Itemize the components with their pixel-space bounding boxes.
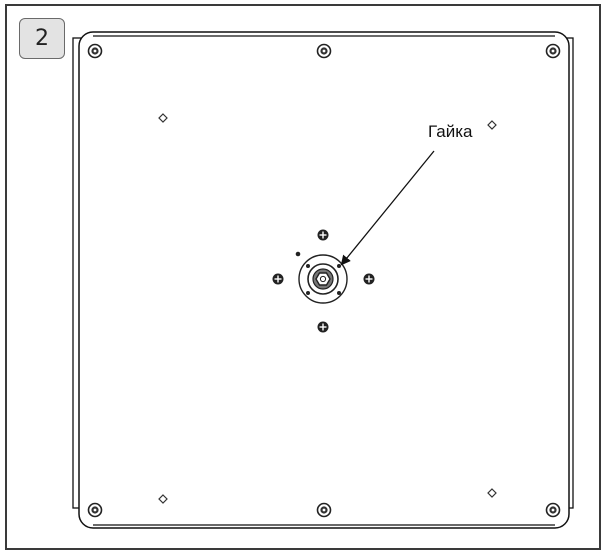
bolt-icon xyxy=(316,502,332,518)
screw-icon xyxy=(316,320,330,334)
step-number-badge: 2 xyxy=(19,18,65,59)
callout-arrow xyxy=(340,150,435,266)
bolt-icon xyxy=(545,502,561,518)
callout-label: Гайка xyxy=(428,122,473,141)
screw-icon xyxy=(362,272,376,286)
mounting-hole-icon xyxy=(158,494,168,504)
mounting-hole-icon xyxy=(158,113,168,123)
bolt-icon xyxy=(316,43,332,59)
mounting-hole-icon xyxy=(487,488,497,498)
bolt-icon xyxy=(87,43,103,59)
bolt-icon xyxy=(87,502,103,518)
central-mount xyxy=(295,251,348,304)
screw-icon xyxy=(271,272,285,286)
bolt-icon xyxy=(545,43,561,59)
mounting-hole-icon xyxy=(487,120,497,130)
screw-icon xyxy=(316,228,330,242)
